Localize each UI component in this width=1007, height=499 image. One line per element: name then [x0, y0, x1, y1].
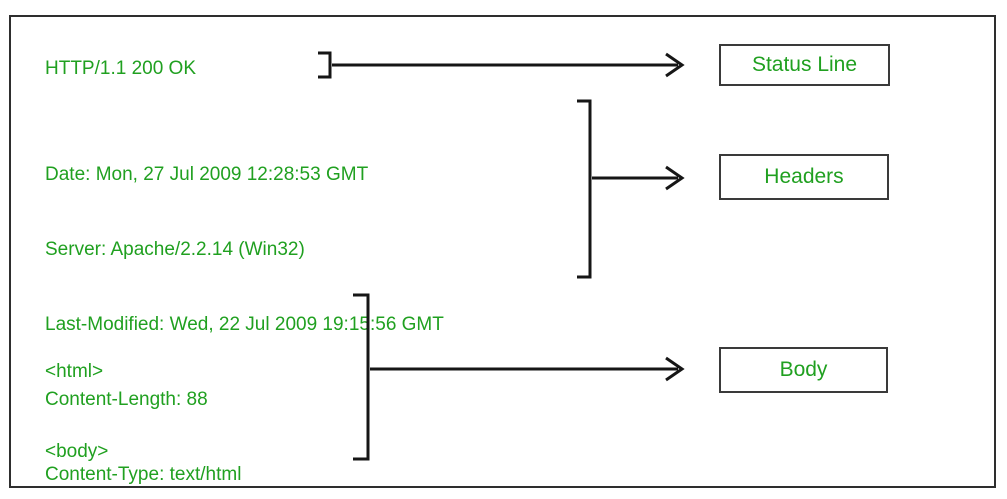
body-label: Body — [779, 358, 828, 381]
header-line: Date: Mon, 27 Jul 2009 12:28:53 GMT — [45, 164, 369, 185]
headers-label: Headers — [764, 165, 844, 188]
body-line: <html> — [45, 361, 104, 382]
header-line: Server: Apache/2.2.14 (Win32) — [45, 239, 305, 260]
body-line: <body> — [45, 440, 109, 462]
headers-label-box: Headers — [719, 154, 889, 200]
body-block: <html> <body> <h1>Hello, World!</h1> </b… — [45, 306, 245, 499]
header-line: Content-Length: 88 — [45, 389, 208, 410]
body-label-box: Body — [719, 347, 888, 393]
outer-border-frame — [9, 15, 996, 488]
headers-block: Date: Mon, 27 Jul 2009 12:28:53 GMT Serv… — [45, 112, 444, 499]
header-line: Content-Type: text/html — [45, 464, 242, 485]
status-line-text: HTTP/1.1 200 OK — [45, 58, 197, 79]
status-line-label-box: Status Line — [719, 44, 890, 86]
status-line-label: Status Line — [751, 53, 858, 76]
